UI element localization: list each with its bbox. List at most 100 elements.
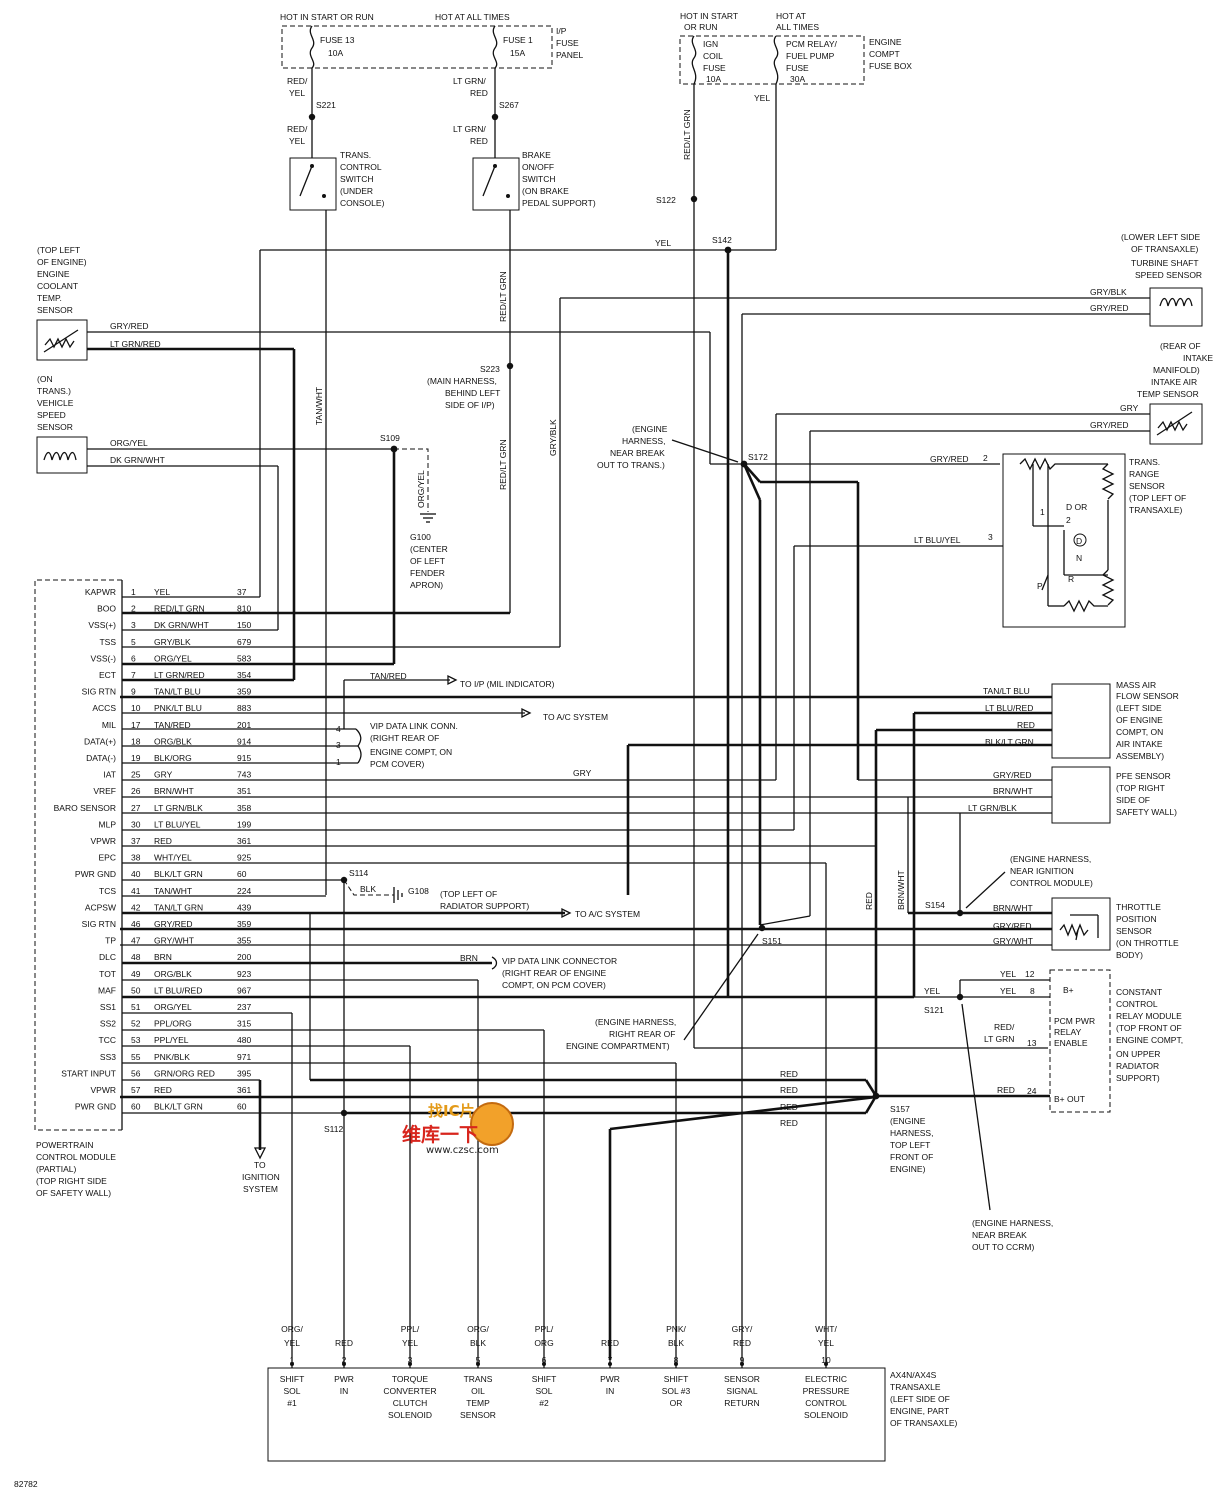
pcm-pin-circuit: 583 [237,653,251,663]
pcm-pin-circuit: 361 [237,1085,251,1095]
pcm-pin-wire-color: GRN/ORG RED [154,1068,215,1078]
fuse-1-symbol [492,25,498,69]
transaxle-wire-color-top: WHT/ [815,1324,837,1334]
transaxle-pin-label: #1 [287,1398,297,1408]
ccrm-desc-2: CONTROL [1116,999,1158,1009]
pcm-pin-wire-color: TAN/LT BLU [154,687,201,697]
pcm-pin-circuit: 37 [237,587,247,597]
wire-label-red-ltgrn-2: RED/LT GRN [498,439,508,490]
note-to-ignition-2: IGNITION [242,1172,280,1182]
pcm-pin-wire-color: RED [154,836,172,846]
pcm-pin-name: PWR GND [75,869,116,879]
transaxle-pin-label: RETURN [724,1398,759,1408]
wire-label-ltgrn-red-ect: LT GRN/RED [110,339,161,349]
wire-label-dkgrn-wht-vss: DK GRN/WHT [110,455,165,465]
wire-label-red-ltgrn-1: RED/LT GRN [498,271,508,322]
dlc2-label-3: COMPT, ON PCM COVER) [502,980,606,990]
powertrain-control-module: POWERTRAIN CONTROL MODULE (PARTIAL) (TOP… [34,579,123,1198]
s223-note-3: SIDE OF I/P) [445,400,495,410]
wire-label-ltgrn-red-1b: RED [470,88,488,98]
pcm-pin-wire-color: LT GRN/RED [154,670,205,680]
watermark-logo: 找IC片 维库一下 www.czsc.com [400,1100,560,1162]
pcm-pin-circuit: 883 [237,703,251,713]
pcm-pin-wire-color: LT BLU/RED [154,985,202,995]
pcm-pin-name: VSS(+) [88,620,116,630]
trs-pos-2: 2 [1066,515,1071,525]
maf-label-7: ASSEMBLY) [1116,751,1164,761]
pcm-pin-circuit: 361 [237,836,251,846]
pcm-pin-number: 25 [131,770,141,780]
pcm-pin-number: 46 [131,919,141,929]
pcm-pin-wire-color: RED [154,1085,172,1095]
dlc1-label-4: PCM COVER) [370,759,424,769]
pcm-pin-name: VREF [93,786,116,796]
pcm-pin-circuit: 923 [237,969,251,979]
note-to-ac-1: TO A/C SYSTEM [543,712,608,722]
wire-label-gry-red-trs: GRY/RED [930,454,969,464]
splice-s121 [956,993,964,1001]
s157-note-3: TOP LEFT [890,1140,930,1150]
pcm-pin-number: 18 [131,736,141,746]
pcm-pin-name: IAT [103,770,116,780]
wire-label-ltgrn-red-1a: LT GRN/ [453,76,486,86]
pcm-pin-circuit: 315 [237,1019,251,1029]
ccrm-pin-24: 24 [1027,1086,1037,1096]
pcm-pin-number: 56 [131,1068,141,1078]
pcm-pin-wire-color: ORG/BLK [154,969,192,979]
fuse-1-label: FUSE 1 [503,35,533,45]
ect-label-2: OF ENGINE) [37,257,87,267]
efb-label-2: COMPT [869,49,900,59]
wire-label-yel-ccrm-8: YEL [1000,986,1016,996]
wire-label-yel-kapwr: YEL [655,238,671,248]
ccrm-desc-7: RADIATOR [1116,1061,1159,1071]
pcm-label-4: (TOP RIGHT SIDE [36,1176,107,1186]
mass-air-flow-sensor: MASS AIR FLOW SENSOR (LEFT SIDE OF ENGIN… [1051,680,1179,761]
pfe-sensor: PFE SENSOR (TOP RIGHT SIDE OF SAFETY WAL… [1051,766,1177,824]
pcm-pin-name: VPWR [91,836,117,846]
brake-switch-label-4: (ON BRAKE [522,186,569,196]
note-harness-ccrm-1: (ENGINE HARNESS, [972,1218,1053,1228]
splice-s151-label: S151 [762,936,782,946]
transaxle-pin-label: SHIFT [280,1374,305,1384]
wire-label-red-yel-1b: YEL [289,88,305,98]
note-harness-ccrm-3: OUT TO CCRM) [972,1242,1035,1252]
pcm-pin-circuit: 971 [237,1052,251,1062]
vss-label-5: SENSOR [37,422,73,432]
wire-label-blk-g108: BLK [360,884,376,894]
pcm-relay-fuse-symbol [773,35,779,85]
wire-label-gry-red-ect: GRY/RED [110,321,149,331]
vss-label-4: SPEED [37,410,66,420]
g100-note-4: APRON) [410,580,443,590]
pcm-pin-circuit: 199 [237,819,251,829]
pcm-pin-circuit: 915 [237,753,251,763]
ign-fuse-label-3: FUSE [703,63,726,73]
transaxle-pin-label: IN [606,1386,615,1396]
pcm-pin-number: 53 [131,1035,141,1045]
ccrm-desc-8: SUPPORT) [1116,1073,1160,1083]
trs-pin-2: 2 [983,453,988,463]
dlc2-label-1: VIP DATA LINK CONNECTOR [502,956,617,966]
transaxle-pin-label: SOLENOID [804,1410,848,1420]
tss-label-1: (LOWER LEFT SIDE [1121,232,1201,242]
tp-label-3: SENSOR [1116,926,1152,936]
transaxle-pin-label: PRESSURE [803,1386,850,1396]
splice-s221-label: S221 [316,100,336,110]
g108-note-2: RADIATOR SUPPORT) [440,901,529,911]
dlc1-label-3: ENGINE COMPT, ON [370,747,452,757]
trs-label-2: RANGE [1129,469,1160,479]
pcm-pin-number: 3 [131,620,136,630]
pcm-pin-circuit: 480 [237,1035,251,1045]
turbine-shaft-speed-sensor: (LOWER LEFT SIDE OF TRANSAXLE) TURBINE S… [1121,232,1203,327]
pcm-pin-number: 47 [131,936,141,946]
pcm-pin-circuit: 359 [237,687,251,697]
pcm-pin-wire-color: GRY/BLK [154,637,191,647]
vss-label-1: (ON [37,374,53,384]
transaxle-label-3: (LEFT SIDE OF [890,1394,950,1404]
wire-label-gry-red-pfe: GRY/RED [993,770,1032,780]
efb-label-1: ENGINE [869,37,902,47]
pcm-pin-circuit: 237 [237,1002,251,1012]
g100-note-1: (CENTER [410,544,448,554]
pcm-pin-number: 51 [131,1002,141,1012]
pcm-pin-wire-color: TAN/RED [154,720,191,730]
note-harness-trans-3: NEAR BREAK [610,448,665,458]
